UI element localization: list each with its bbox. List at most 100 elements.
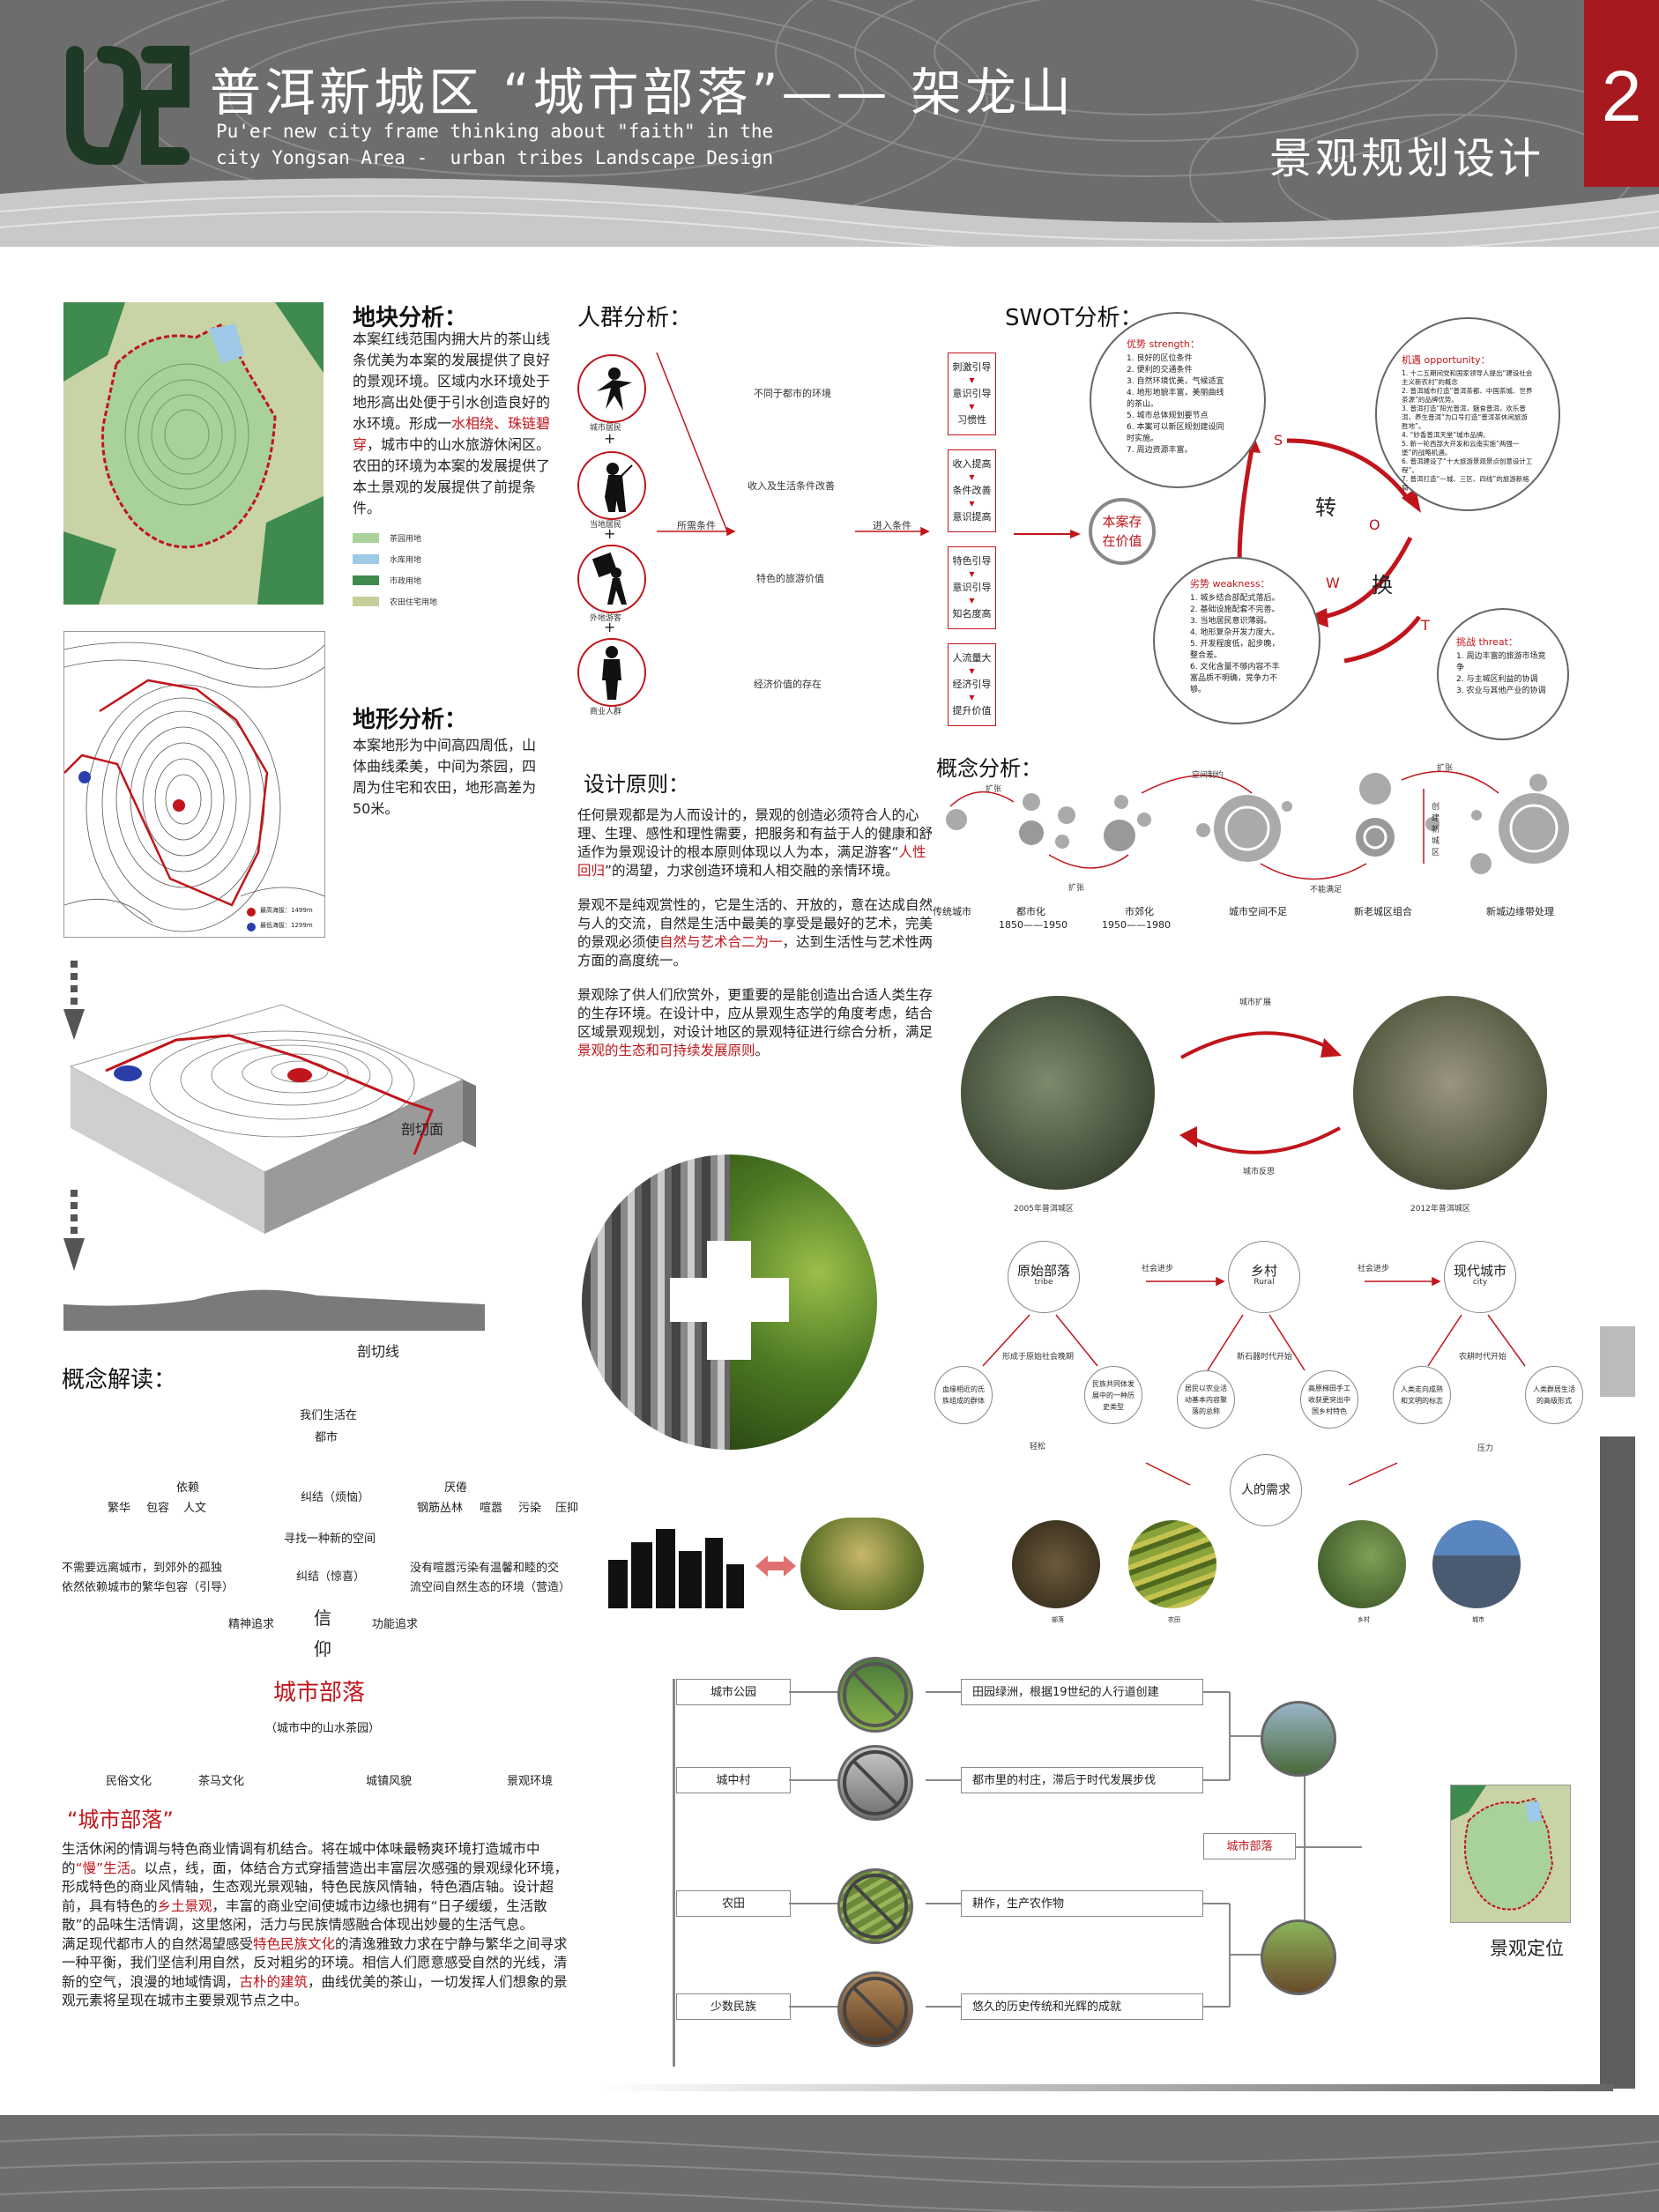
need-item: 特色的旅游价值 <box>756 573 824 584</box>
satellite-2012-label: 2012年普洱城区 <box>1410 1205 1470 1214</box>
tree-leaf: 人类走向成熟和文明的标志 <box>1393 1366 1451 1424</box>
satellite-2005 <box>961 996 1155 1190</box>
person-icon <box>577 354 646 423</box>
farmland-photo-2 <box>837 1868 913 1944</box>
tag-farmland: 农田 <box>676 1890 791 1917</box>
principles-text: 任何景观都是为人而设计的，景观的创造必须符合人的心理、生理、感性和理性需要，把服… <box>577 807 934 1058</box>
swot-letter-s: S <box>1274 432 1283 449</box>
side-tab-light <box>1600 1326 1635 1397</box>
site-heading: 地块分析： <box>353 305 468 331</box>
city-tribe-tag: 城市部落 <box>1203 1833 1296 1859</box>
side-tab-dark <box>1600 1436 1635 2089</box>
concept-top-label: 扩张 <box>1437 764 1454 773</box>
city-nature-collage <box>582 1154 877 1450</box>
reflection-label: 城市反思 <box>1243 1168 1276 1177</box>
flow-label-entry: 进入条件 <box>873 520 911 531</box>
satellite-2012 <box>1353 996 1547 1190</box>
desc-urban-village: 都市里的村庄，滞后于时代发展步伐 <box>961 1767 1203 1793</box>
terrain-text: 本案地形为中间高四周低，山体曲线柔美，中间为茶园，四周为住宅和农田，地形高差为5… <box>353 737 537 817</box>
contour-map: 最高海拔：1499m 最低海拔：1299m <box>63 631 325 938</box>
photo-label: 乡村 <box>1358 1616 1370 1623</box>
site-legend: 茶园用地 水库用地 市政用地 农田住宅用地 <box>353 527 529 612</box>
flow-label-required: 所需条件 <box>677 520 716 531</box>
tree-leaf: 居民以农业活动基本内容聚落的总称 <box>1177 1370 1235 1429</box>
city-photo <box>1432 1520 1521 1608</box>
page-number: 2 <box>1584 0 1659 187</box>
terrain-3d-block <box>63 961 485 1331</box>
value-circle: 本案存在价值 <box>1089 498 1156 565</box>
bottom-gradient-rule <box>599 2084 1613 2091</box>
crowd-flow-lines <box>656 353 930 537</box>
need-item: 不同于都市的环境 <box>754 388 831 399</box>
section-plane-label: 剖切面 <box>401 1121 444 1138</box>
expansion-arrows <box>1179 1031 1342 1154</box>
city-tribe-paragraphs: 生活休闲的情调与特色商业情调有机结合。将在城中体味最畅爽环境打造城市中的“慢”生… <box>62 1841 569 2008</box>
swot-center-2: 换 <box>1372 573 1393 598</box>
era-label: 形成于原始社会晚期 <box>1002 1353 1075 1362</box>
photo-label: 城市 <box>1472 1616 1484 1623</box>
tree-leaf: 民族共同体发展中的一种历史类型 <box>1084 1366 1142 1424</box>
tag-minority: 少数民族 <box>676 1993 791 2020</box>
swot-weakness: 劣势 weakness： 1. 城乡结合部配式落后。2. 基础设施配套不完善。3… <box>1153 557 1321 724</box>
title-english: Pu'er new city frame thinking about "fai… <box>216 121 774 168</box>
footer-banner <box>0 2115 1659 2212</box>
contour-pattern <box>0 0 1659 247</box>
need-item: 经济价值的存在 <box>754 679 822 690</box>
desc-minority: 悠久的历史传统和光辉的成就 <box>961 1993 1203 2020</box>
subtitle: 景观规划设计 <box>1269 134 1545 183</box>
forest-photo <box>800 1518 924 1610</box>
left-bracket <box>673 1679 675 2067</box>
stack-box: 刺激引导▼ 意识引导▼ 习惯性 <box>948 353 996 435</box>
era-label: 新石器时代开始 <box>1237 1353 1293 1362</box>
photo-label: 农田 <box>1168 1616 1180 1623</box>
crowd-heading: 人群分析： <box>577 305 693 331</box>
concept-analysis-heading: 概念分析： <box>936 756 1042 781</box>
skyline-icon <box>608 1529 744 1608</box>
progress-label: 社会进步 <box>1358 1265 1390 1273</box>
exchange-arrow-icon <box>755 1555 796 1577</box>
stack-box: 特色引导▼ 意识引导▼ 知名度高 <box>948 546 996 629</box>
person-icon <box>577 638 646 707</box>
village-photo <box>1318 1520 1406 1608</box>
tree-leaf: 血缘相近的氏族组成的群体 <box>934 1366 993 1424</box>
person-icon <box>577 451 646 520</box>
site-text: 本案红线范围内拥大片的茶山线条优美为本案的发展提供了良好的景观环境。区域内水环境… <box>353 330 551 516</box>
project-logo <box>66 46 190 165</box>
merged-photo-bottom <box>1261 1919 1336 1995</box>
terrain-heading: 地形分析： <box>353 707 468 733</box>
minority-photo <box>837 1971 913 2047</box>
urban-village-photo <box>837 1745 913 1821</box>
human-needs-circle: 人的需求 <box>1230 1454 1302 1526</box>
progress-label: 社会进步 <box>1142 1265 1174 1273</box>
to-value-arrow <box>1014 530 1081 538</box>
park-photo <box>837 1657 913 1733</box>
swot-letter-t: T <box>1421 617 1430 634</box>
tree-links <box>982 1276 1526 1486</box>
tribe-photo <box>1012 1520 1100 1608</box>
concept-mid-label: 不能满足 <box>1310 886 1343 894</box>
stack-box: 人流量大▼ 经济引导▼ 提升价值 <box>948 643 996 726</box>
header-banner: 普洱新城区 “城市部落”—— 架龙山 Pu'er new city frame … <box>0 0 1659 247</box>
concept-diagram <box>946 770 1569 880</box>
min-altitude: 最低海拔：1299m <box>260 922 313 929</box>
tag-urban-village: 城中村 <box>676 1767 791 1793</box>
tree-small-label: 压力 <box>1477 1444 1494 1453</box>
principles-heading: 设计原则： <box>584 772 689 797</box>
swot-letter-w: W <box>1326 575 1340 591</box>
expansion-label: 城市扩展 <box>1239 998 1272 1007</box>
desc-farmland: 耕作，生产农作物 <box>961 1890 1203 1917</box>
merged-photo-top <box>1261 1701 1336 1777</box>
swot-opportunity: 机遇 opportunity： 1. 十二五期间党和国家领导人提出“建设社会主义… <box>1375 317 1560 511</box>
quote-title: “城市部落” <box>67 1807 174 1832</box>
title-chinese: 普洱新城区 “城市部落”—— 架龙山 <box>210 63 1075 122</box>
max-altitude: 最高海拔：1499m <box>260 907 313 914</box>
concept-top-label: 空间制约 <box>1192 771 1224 780</box>
concept-top-label: 扩张 <box>986 785 1002 794</box>
satellite-2005-label: 2005年普洱城区 <box>1014 1205 1074 1214</box>
need-item: 收入及生活条件改善 <box>748 480 835 492</box>
site-map <box>63 302 324 605</box>
swot-center-1: 转 <box>1315 495 1336 520</box>
